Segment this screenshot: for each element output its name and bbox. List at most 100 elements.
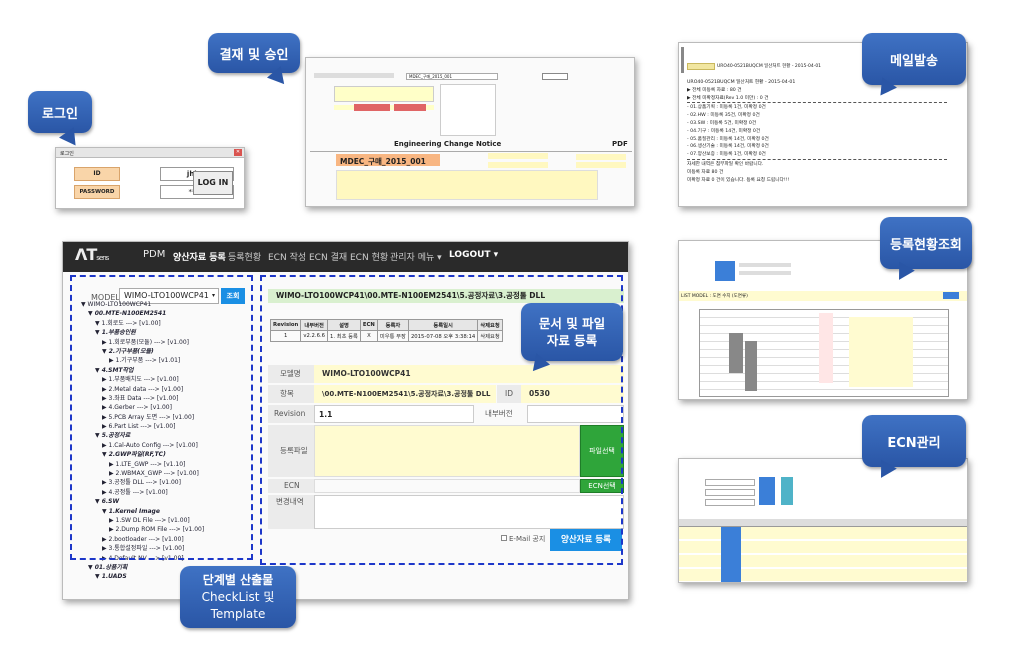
left-panel-outline xyxy=(70,275,253,560)
mail-line: ▶ 전체 미확정자료(Rev 1.0 미만) : 0 건 xyxy=(687,95,769,101)
nav-pdm[interactable]: PDM xyxy=(143,249,166,260)
email-checkbox[interactable] xyxy=(501,535,507,541)
tree-node[interactable]: ▶ 3.좌표 Data ---> [v1.00] xyxy=(102,394,179,402)
login-button[interactable]: LOG IN xyxy=(193,171,233,195)
delete-request-button[interactable]: 삭제요청 xyxy=(477,330,503,342)
tree-node[interactable]: ▼ 6.SW xyxy=(95,498,120,506)
tree-node[interactable]: ▶ 4.공정툴 ---> [v1.00] xyxy=(102,488,168,496)
nav-ecn-approve[interactable]: ECN 결재 xyxy=(309,253,348,263)
callout-registration-text: 등록현황조회 xyxy=(890,237,962,253)
mail-line: - 02.HW : 미등록 35건, 미확정 0건 xyxy=(687,113,760,119)
tree-node[interactable]: ▼ 1.Kernel Image xyxy=(102,507,160,515)
model-select-value: WIMO-LTO100WCP41 xyxy=(124,291,209,300)
mail-line: 미등록 자료 80 건 xyxy=(687,169,724,175)
tree-node[interactable]: ▶ 3.통합설정파일 ---> [v1.00] xyxy=(102,545,185,553)
revision-table-cell: 1 xyxy=(269,330,302,342)
tree-node[interactable]: ▼ 5.공정자료 xyxy=(95,432,131,440)
tree-node[interactable]: ▼ 1.부품승인원 xyxy=(95,329,136,337)
file-label: 등록파일 xyxy=(268,425,314,477)
tree-node[interactable]: ▶ 6.Part List ---> [v1.00] xyxy=(102,423,176,431)
revision-table-header: 설명 xyxy=(327,319,361,331)
ecn-label: ECN xyxy=(268,479,314,493)
tree-node[interactable]: ▶ 5.PCB Array 도면 ---> [v1.00] xyxy=(102,413,195,421)
nav-ecn-create[interactable]: ECN 작성 xyxy=(268,253,307,263)
tree-node[interactable]: ▶ 1.부품배치도 ---> [v1.00] xyxy=(102,376,179,384)
callout-registration: 등록현황조회 xyxy=(880,217,972,285)
chevron-down-icon: ▾ xyxy=(211,292,215,299)
callout-login-text: 로그인 xyxy=(42,106,78,122)
tree-node[interactable]: ▼ 2.GWP파일(RF,TC) xyxy=(102,451,166,459)
tree-node[interactable]: ▶ 1.SW DL File ---> [v1.00] xyxy=(109,516,190,524)
search-button[interactable]: 조회 xyxy=(221,288,245,304)
email-notice-label: E-Mail 공지 xyxy=(509,535,546,543)
close-icon[interactable]: ✕ xyxy=(234,149,242,156)
model-name-value: WIMO-LTO100WCP41 xyxy=(314,365,624,383)
item-value: \00.MTE-N100EM2541\5.공정자료\3.공정툴 DLL xyxy=(314,385,496,403)
ecn-select-button[interactable]: ECN선택 xyxy=(580,479,624,493)
pdm-main-screenshot: ΛTsens PDM 양산자료 등록 등록현황 ECN 작성 ECN 결재 EC… xyxy=(62,241,629,600)
revision-table-cell: 1. 최초 등록 xyxy=(327,330,361,342)
ecn-name: MDEC_구매_2015_001 xyxy=(336,154,440,166)
revision-input[interactable]: 1.1 xyxy=(314,405,474,423)
callout-ecn: ECN관리 xyxy=(862,415,966,483)
mail-line: 미확정 자료 0 건이 있습니다. 등록 요청 드립니다!!! xyxy=(687,177,790,183)
mail-line: - 07.양산보증 : 미등록 1건, 미확정 0건 xyxy=(687,152,766,158)
mail-line: - 06.생산기술 : 미등록 14건, 미확정 0건 xyxy=(687,144,769,150)
mail-line: - 03.SW : 미등록 5건, 미확정 0건 xyxy=(687,120,757,126)
approval-doc-title: Engineering Change Notice xyxy=(394,140,502,148)
tree-node[interactable]: ▼ 01.상품기획 xyxy=(88,563,128,571)
callout-stage-line3: Template xyxy=(210,606,266,621)
tree-node[interactable]: ▶ 1.LTE_GWP ---> [v1.10] xyxy=(109,460,186,468)
callout-approval-text: 결재 및 승인 xyxy=(219,47,289,63)
nav-logout[interactable]: LOGOUT ▾ xyxy=(449,250,499,260)
tree-node[interactable]: ▶ 2.bootloader ---> [v1.00] xyxy=(102,535,184,543)
id-field-label: ID xyxy=(497,385,521,403)
model-select[interactable]: WIMO-LTO100WCP41 ▾ xyxy=(119,288,219,304)
tree-node[interactable]: ▶ 4.Gerber ---> [v1.00] xyxy=(102,404,172,412)
tree-node[interactable]: ▼ 00.MTE-N100EM2541 xyxy=(88,310,167,318)
change-history-input[interactable] xyxy=(314,495,624,529)
nav-production-register[interactable]: 양산자료 등록 xyxy=(173,253,226,263)
password-label: PASSWORD xyxy=(74,185,120,199)
registration-model-label: LIST MODEL : 도면 수지 (도면류) xyxy=(681,294,748,299)
mail-body: URO40-0521BUQCM 일산처트 현황 - 2015-04-01 ▶ 전… xyxy=(687,79,947,184)
tree-node[interactable]: ▶ 1.Cal-Auto Config ---> [v1.00] xyxy=(102,441,198,449)
ecn-input[interactable] xyxy=(314,479,580,493)
mail-line: - 04.기구 : 미등록 14건, 미확정 0건 xyxy=(687,128,761,134)
nav-admin-menu[interactable]: 관리자 메뉴 ▾ xyxy=(390,253,442,263)
login-window-title: 로그인 xyxy=(56,148,244,158)
model-tree: ▼ WIMO-LTO100WCP41▼ 00.MTE-N100EM2541▼ 1… xyxy=(81,300,204,582)
file-select-button[interactable]: 파일선택 xyxy=(580,425,624,477)
revision-label: Revision xyxy=(268,405,314,423)
tree-node[interactable]: ▼ 1.UADS xyxy=(95,573,127,581)
nav-registration-status[interactable]: 등록현황 xyxy=(228,253,262,263)
production-register-button[interactable]: 양산자료 등록 xyxy=(550,529,622,551)
nav-ecn-status[interactable]: ECN 현황 xyxy=(350,253,389,263)
tree-node[interactable]: ▼ WIMO-LTO100WCP41 xyxy=(81,301,152,308)
mail-line: - 05.품질관리 : 미등록 14건, 미확정 0건 xyxy=(687,136,769,142)
file-area[interactable] xyxy=(314,425,580,477)
mail-line: 자세한 내역은 첨부파일 확인 바랍니다. xyxy=(687,161,764,167)
mail-line: - 01.상품기획 : 미등록 1건, 미확정 0건 xyxy=(687,105,766,111)
callout-mail: 메일발송 xyxy=(862,33,966,101)
callout-stage-line2: CheckList 및 xyxy=(201,589,275,604)
tree-node[interactable]: ▼ 1.회로도 ---> [v1.00] xyxy=(95,319,161,327)
tree-node[interactable]: ▶ 1.기구부품 ---> [v1.01] xyxy=(109,357,181,365)
model-name-label: 모델명 xyxy=(268,365,314,383)
tree-node[interactable]: ▶ 2.Dump ROM File ---> [v1.00] xyxy=(109,526,205,534)
tree-node[interactable]: ▶ 2.Metal data ---> [v1.00] xyxy=(102,385,184,393)
id-label: ID xyxy=(74,167,120,181)
tree-node[interactable]: ▼ 4.SMT작업 xyxy=(95,366,134,374)
internal-version-input[interactable] xyxy=(527,405,624,423)
revision-table-cell: 2015-07-08 오후 3:38:14 xyxy=(407,330,479,342)
tree-node[interactable]: ▶ 3.공정툴 DLL ---> [v1.00] xyxy=(102,479,181,487)
tree-node[interactable]: ▼ 2.기구부품(모듈) xyxy=(102,347,154,355)
id-field-value: 0530 xyxy=(521,385,624,403)
tree-node[interactable]: ▶ 1.회로부품(모듈) ---> [v1.00] xyxy=(102,338,189,346)
change-history-label: 변경내역 xyxy=(268,495,314,529)
pdf-label[interactable]: PDF xyxy=(612,140,628,148)
mail-body-title: URO40-0521BUQCM 일산처트 현황 - 2015-04-01 xyxy=(687,80,796,85)
tree-node[interactable]: ▶ 2.WBMAX_GWP ---> [v1.00] xyxy=(109,470,199,478)
logo-brand-text: sens xyxy=(96,254,109,262)
